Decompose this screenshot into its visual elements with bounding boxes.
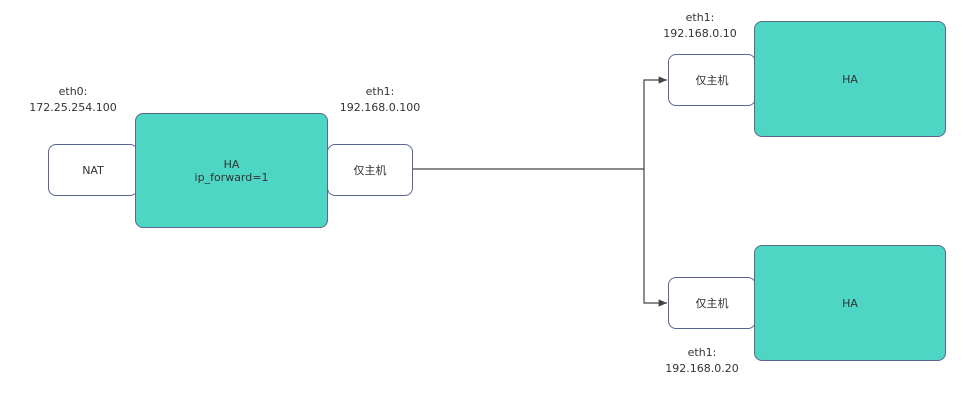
gateway-eth1-label: eth1: 192.168.0.100: [325, 84, 435, 116]
gateway-hostonly-box[interactable]: 仅主机: [327, 144, 413, 196]
node2-eth1-label: eth1: 192.168.0.20: [647, 345, 757, 377]
node2-hostonly-box[interactable]: 仅主机: [668, 277, 756, 329]
nat-adapter-box[interactable]: NAT: [48, 144, 138, 196]
host-subtitle: ip_forward=1: [194, 170, 269, 184]
host-title: HA: [842, 296, 858, 310]
hostonly-label: 仅主机: [695, 73, 729, 87]
iface-ip: 192.168.0.10: [663, 27, 737, 40]
iface-ip: 172.25.254.100: [29, 101, 117, 114]
iface-name: eth1:: [685, 11, 715, 24]
node1-host-box[interactable]: HA: [754, 21, 946, 137]
gateway-eth0-label: eth0: 172.25.254.100: [18, 84, 128, 116]
iface-ip: 192.168.0.20: [665, 362, 739, 375]
iface-name: eth1:: [687, 346, 717, 359]
host-title: HA: [223, 157, 240, 171]
nat-label: NAT: [82, 163, 104, 177]
node1-hostonly-box[interactable]: 仅主机: [668, 54, 756, 106]
iface-ip: 192.168.0.100: [339, 101, 421, 114]
host-title: HA: [842, 72, 858, 86]
iface-name: eth1:: [365, 85, 395, 98]
node1-eth1-label: eth1: 192.168.0.10: [645, 10, 755, 42]
link-to-node-1: [643, 76, 667, 169]
gateway-host-box[interactable]: HA ip_forward=1: [135, 113, 328, 228]
link-to-node-2: [643, 169, 667, 307]
hostonly-label: 仅主机: [353, 163, 387, 177]
iface-name: eth0:: [58, 85, 88, 98]
node2-host-box[interactable]: HA: [754, 245, 946, 361]
hostonly-label: 仅主机: [695, 296, 729, 310]
